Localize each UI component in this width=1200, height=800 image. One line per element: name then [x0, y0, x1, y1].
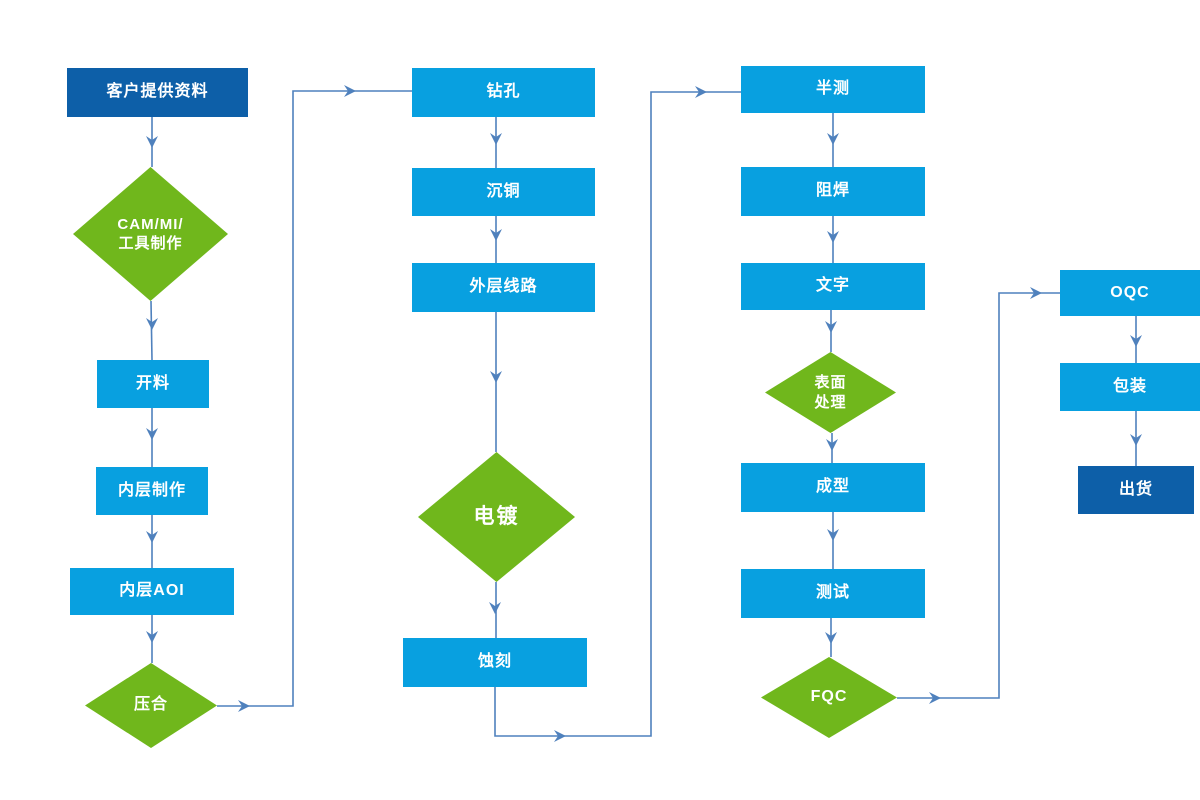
node-label: OQC	[1110, 283, 1150, 301]
node-label: 开料	[135, 374, 170, 392]
node-label: 半测	[815, 80, 850, 98]
node-silkscreen: 文字	[741, 263, 925, 310]
node-label: 电镀	[473, 505, 520, 529]
node-label: 客户提供资料	[106, 83, 209, 101]
node-label: 外层线路	[469, 278, 538, 296]
node-inner-aoi: 内层AOI	[70, 568, 234, 615]
node-packing: 包装	[1060, 363, 1200, 411]
node-label: 蚀刻	[477, 653, 512, 671]
node-label: 内层制作	[117, 481, 186, 499]
node-copper-deposition: 沉铜	[412, 168, 595, 216]
node-oqc: OQC	[1060, 270, 1200, 316]
node-half-test: 半测	[741, 66, 925, 113]
node-label: 压合	[133, 696, 168, 714]
node-label: 阻焊	[815, 182, 850, 200]
node-label: 钻孔	[486, 83, 521, 101]
node-label: 内层AOI	[119, 582, 185, 600]
node-label: CAM/MI/ 工具制作	[117, 215, 184, 253]
node-label: 文字	[815, 277, 850, 295]
node-label: 测试	[815, 584, 850, 602]
node-label: 成型	[815, 478, 850, 496]
node-label: 出货	[1118, 480, 1153, 498]
node-solder-mask: 阻焊	[741, 167, 925, 216]
node-outer-layer-circuit: 外层线路	[412, 263, 595, 312]
node-cutting: 开料	[97, 360, 209, 408]
node-label: FQC	[810, 688, 848, 706]
node-forming: 成型	[741, 463, 925, 512]
node-label: 包装	[1112, 377, 1147, 395]
node-testing: 测试	[741, 569, 925, 618]
node-label: 表面 处理	[814, 374, 847, 411]
node-shipping: 出货	[1078, 466, 1194, 514]
node-label: 沉铜	[486, 182, 521, 200]
node-inner-layer: 内层制作	[96, 467, 208, 515]
node-etching: 蚀刻	[403, 638, 587, 687]
node-drilling: 钻孔	[412, 68, 595, 117]
node-customer-data: 客户提供资料	[67, 68, 248, 117]
